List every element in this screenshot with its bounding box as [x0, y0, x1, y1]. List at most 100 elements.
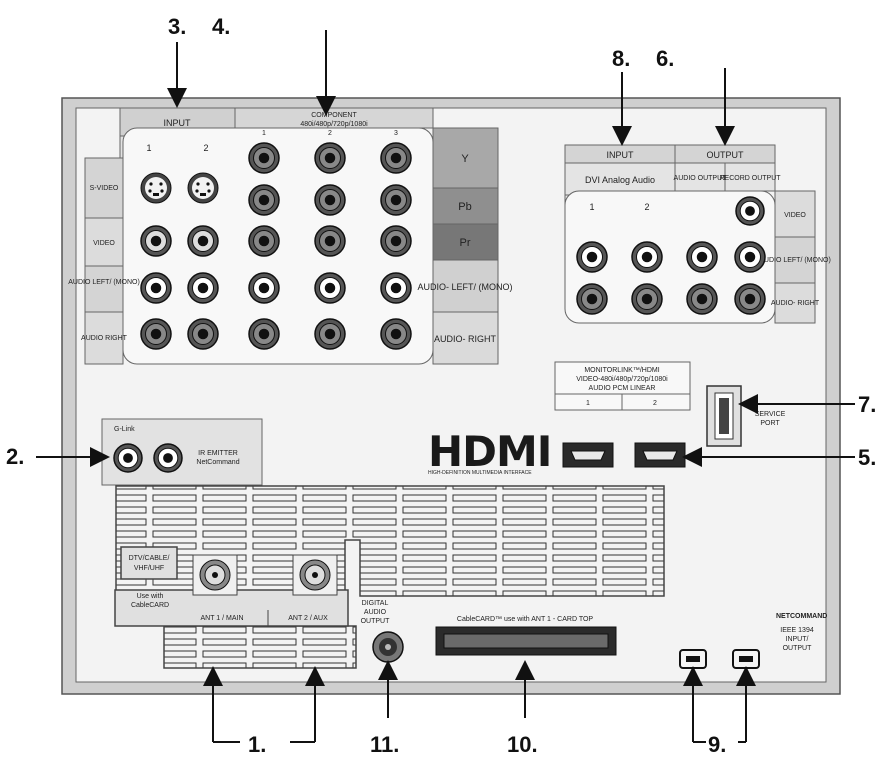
monitorlink-line2: VIDEO-480i/480p/720p/1080i [576, 376, 668, 383]
right-jack-right-4[interactable] [734, 283, 766, 315]
input-2-jack-row-3[interactable] [187, 318, 219, 350]
comp-audio-right-label: AUDIO- RIGHT [434, 334, 497, 344]
vent-grill-lower [163, 625, 357, 669]
glink-jack[interactable] [113, 443, 143, 473]
dvi-1-label: 1 [589, 202, 594, 212]
comp-pb-label: Pb [458, 201, 471, 213]
dvi-2-label: 2 [644, 202, 649, 212]
service-port[interactable] [706, 385, 742, 447]
hdmi-port-1[interactable] [562, 442, 614, 468]
input-1-jack-row-3[interactable] [140, 318, 172, 350]
record-output-video-jack[interactable] [735, 196, 765, 226]
output-header: OUTPUT [707, 150, 745, 160]
ir-emitter-line2: NetCommand [196, 459, 239, 466]
component-2-jack-row-4[interactable] [314, 272, 346, 304]
callout-10: 10. [507, 732, 538, 757]
hdmi-port-2[interactable] [634, 442, 686, 468]
comp-y-label: Y [461, 153, 469, 165]
component-2-jack-row-5[interactable] [314, 318, 346, 350]
component-1-jack-row-1[interactable] [248, 142, 280, 174]
right-input-header: INPUT [607, 150, 635, 160]
ir-emitter-jack[interactable] [153, 443, 183, 473]
callout-4: 4. [212, 14, 230, 39]
component-2-jack-row-1[interactable] [314, 142, 346, 174]
monitorlink-line3: AUDIO PCM LINEAR [589, 385, 656, 392]
component-2-jack-row-2[interactable] [314, 184, 346, 216]
callout-1: 1. [248, 732, 266, 757]
left-input-1: 1 [146, 143, 151, 153]
left-input-header: INPUT [164, 118, 192, 128]
right-jack-left-4[interactable] [734, 241, 766, 273]
record-output-label: RECORD OUTPUT [719, 175, 781, 182]
right-jack-right-2[interactable] [631, 283, 663, 315]
callout-3: 3. [168, 14, 186, 39]
service-port-label-1: SERVICE [755, 411, 786, 418]
callout-9: 9. [708, 732, 726, 757]
right-row-audio-left-label: AUDIO LEFT/ (MONO) [759, 257, 831, 264]
component-header: COMPONENT [311, 112, 357, 119]
glink-jacks [113, 443, 183, 473]
ant1-connector[interactable] [192, 554, 238, 596]
right-jack-right-1[interactable] [576, 283, 608, 315]
audio-output-label: AUDIO OUTPUT [674, 175, 728, 182]
left-input-2: 2 [203, 143, 208, 153]
firewire-port-2[interactable] [732, 649, 760, 669]
input-2-jack-row-1[interactable] [187, 225, 219, 257]
input-1-jack-row-2[interactable] [140, 272, 172, 304]
right-jack-grid [576, 196, 766, 315]
monitorlink-port-2: 2 [653, 400, 657, 407]
input-2-jack-row-2[interactable] [187, 272, 219, 304]
component-1-jack-row-2[interactable] [248, 184, 280, 216]
row-svideo-label: S-VIDEO [90, 185, 119, 192]
svideo-input-1-jack[interactable] [140, 172, 172, 204]
row-audio-left-text: AUDIO LEFT/ (MONO) [68, 279, 140, 286]
dtv-cable-box [120, 546, 178, 580]
service-port-label-2: PORT [760, 420, 780, 427]
component-3-jack-row-5[interactable] [380, 318, 412, 350]
component-3-jack-row-1[interactable] [380, 142, 412, 174]
svideo-input-2-jack[interactable] [187, 172, 219, 204]
ant1-label: ANT 1 / MAIN [200, 615, 243, 622]
left-jack-grid [140, 142, 412, 350]
digital-audio-line3: OUTPUT [361, 618, 391, 625]
ant2-label: ANT 2 / AUX [288, 615, 328, 622]
dtv-cable-line1: DTV/CABLE/ [129, 555, 170, 562]
callout-8: 8. [612, 46, 630, 71]
firewire-line1: IEEE 1394 [780, 627, 814, 634]
callout-7: 7. [858, 392, 876, 417]
cablecard-slot-label: CableCARD™ use with ANT 1 - CARD TOP [457, 616, 593, 623]
right-row-audio-right-label: AUDIO- RIGHT [771, 300, 820, 307]
right-jack-left-2[interactable] [631, 241, 663, 273]
component-3-jack-row-2[interactable] [380, 184, 412, 216]
component-3-jack-row-4[interactable] [380, 272, 412, 304]
digital-audio-jack[interactable] [372, 631, 404, 663]
component-1-jack-row-5[interactable] [248, 318, 280, 350]
component-1-jack-row-3[interactable] [248, 225, 280, 257]
component-2: 2 [328, 130, 332, 137]
netcommand-logo: NETCOMMAND [776, 613, 827, 620]
component-3: 3 [394, 130, 398, 137]
ant2-connector[interactable] [292, 554, 338, 596]
right-output-panel [564, 144, 816, 324]
cablecard-slot[interactable] [435, 626, 617, 656]
callout-6: 6. [656, 46, 674, 71]
right-jack-left-1[interactable] [576, 241, 608, 273]
row-audio-right-label: AUDIO RIGHT [81, 335, 128, 342]
right-jack-right-3[interactable] [686, 283, 718, 315]
use-with-label: Use with [137, 593, 164, 600]
hdmi-logo-tagline: HIGH-DEFINITION MULTIMEDIA INTERFACE [428, 470, 532, 476]
component-2-jack-row-3[interactable] [314, 225, 346, 257]
hdmi-logo: HDMI [428, 427, 551, 476]
dvi-analog-audio-label: DVI Analog Audio [585, 175, 655, 185]
callout-11: 11. [370, 732, 399, 757]
component-3-jack-row-3[interactable] [380, 225, 412, 257]
component-1-jack-row-4[interactable] [248, 272, 280, 304]
monitorlink-port-1: 1 [586, 400, 590, 407]
right-jack-left-3[interactable] [686, 241, 718, 273]
firewire-port-1[interactable] [679, 649, 707, 669]
right-row-video-label: VIDEO [784, 212, 806, 219]
input-1-jack-row-1[interactable] [140, 225, 172, 257]
row-video-label: VIDEO [93, 240, 115, 247]
cablecard-ant-label: CableCARD [131, 602, 169, 609]
